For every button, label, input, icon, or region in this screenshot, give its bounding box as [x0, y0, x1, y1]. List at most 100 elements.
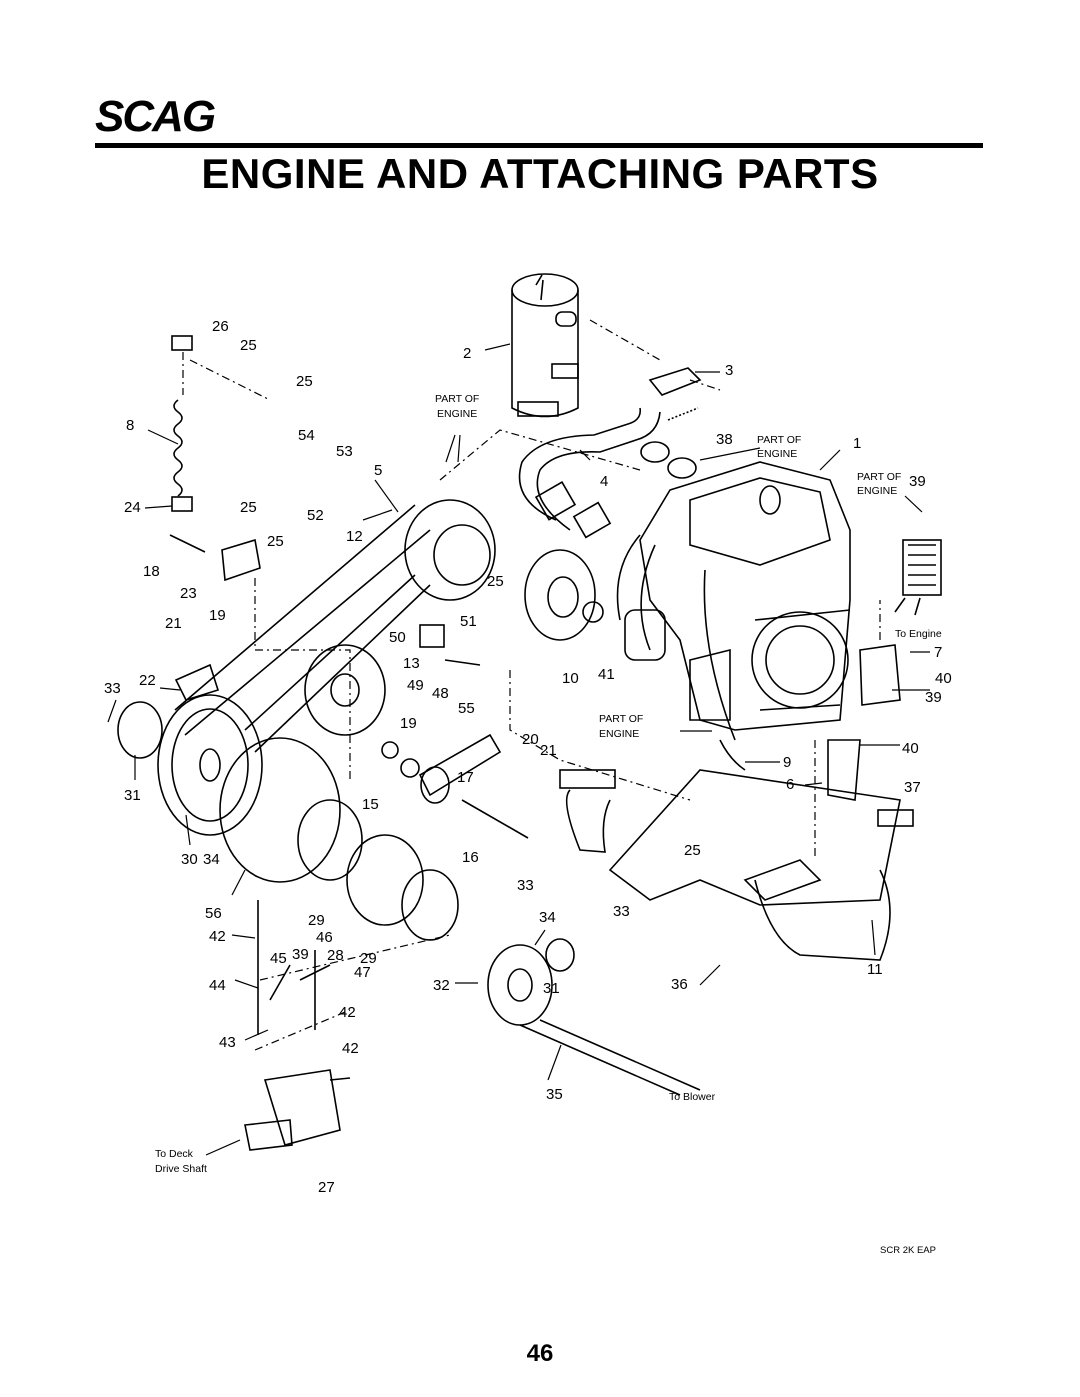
svg-text:52: 52: [307, 507, 324, 524]
assembly-dashes: [182, 319, 881, 1051]
svg-text:25: 25: [240, 499, 257, 516]
svg-text:29: 29: [360, 950, 377, 967]
svg-text:25: 25: [296, 373, 313, 390]
svg-text:46: 46: [316, 929, 333, 946]
svg-text:33: 33: [613, 903, 630, 920]
drawing-code: SCR 2K EAP: [880, 1245, 936, 1256]
svg-text:48: 48: [432, 685, 449, 702]
svg-text:19: 19: [209, 607, 226, 624]
svg-text:16: 16: [462, 849, 479, 866]
svg-text:25: 25: [487, 573, 504, 590]
svg-text:36: 36: [671, 976, 688, 993]
svg-text:2: 2: [463, 345, 471, 362]
page-title: ENGINE AND ATTACHING PARTS: [201, 150, 879, 197]
svg-text:29: 29: [308, 912, 325, 929]
svg-text:7: 7: [934, 644, 942, 661]
svg-text:Drive Shaft: Drive Shaft: [155, 1163, 207, 1175]
part-of-engine-note-4: PART OF: [599, 713, 643, 725]
svg-text:51: 51: [460, 613, 477, 630]
svg-text:3: 3: [725, 362, 733, 379]
svg-text:21: 21: [165, 615, 182, 632]
svg-text:8: 8: [126, 417, 134, 434]
svg-text:17: 17: [457, 769, 474, 786]
svg-text:44: 44: [209, 977, 226, 994]
svg-text:12: 12: [346, 528, 363, 545]
svg-text:47: 47: [354, 964, 371, 981]
svg-text:19: 19: [400, 715, 417, 732]
svg-text:42: 42: [339, 1004, 356, 1021]
svg-text:50: 50: [389, 629, 406, 646]
base-frame-drawing: [559, 769, 914, 961]
part-of-engine-note-2: PART OF: [757, 434, 801, 446]
svg-text:10: 10: [562, 670, 579, 687]
svg-text:9: 9: [783, 754, 791, 771]
svg-text:41: 41: [598, 666, 615, 683]
svg-text:42: 42: [342, 1040, 359, 1057]
svg-text:40: 40: [935, 670, 952, 687]
exhaust-pipe-drawing: [518, 367, 702, 539]
svg-text:28: 28: [327, 947, 344, 964]
svg-text:33: 33: [104, 680, 121, 697]
svg-text:5: 5: [374, 462, 382, 479]
spring-and-idler-drawing: [169, 335, 261, 701]
svg-text:55: 55: [458, 700, 475, 717]
svg-text:34: 34: [539, 909, 556, 926]
svg-text:49: 49: [407, 677, 424, 694]
svg-text:40: 40: [902, 740, 919, 757]
svg-text:32: 32: [433, 977, 450, 994]
svg-text:39: 39: [909, 473, 926, 490]
belt-and-pulley-drawing: [117, 499, 701, 1096]
svg-text:30: 30: [181, 851, 198, 868]
svg-text:56: 56: [205, 905, 222, 922]
svg-text:34: 34: [203, 851, 220, 868]
page-number: 46: [526, 1340, 554, 1367]
svg-text:ENGINE: ENGINE: [599, 728, 639, 740]
svg-text:18: 18: [143, 563, 160, 580]
svg-text:25: 25: [240, 337, 257, 354]
svg-text:31: 31: [543, 980, 560, 997]
svg-text:38: 38: [716, 431, 733, 448]
brand-logo-text: SCAG: [95, 95, 215, 137]
svg-text:ENGINE: ENGINE: [437, 408, 477, 420]
svg-text:13: 13: [403, 655, 420, 672]
svg-text:39: 39: [292, 946, 309, 963]
scag-logo: SCAG: [95, 95, 217, 137]
svg-text:22: 22: [139, 672, 156, 689]
svg-text:1: 1: [853, 435, 861, 452]
svg-text:27: 27: [318, 1179, 335, 1196]
svg-text:33: 33: [517, 877, 534, 894]
svg-text:24: 24: [124, 499, 141, 516]
svg-text:42: 42: [209, 928, 226, 945]
svg-text:45: 45: [270, 950, 287, 967]
idler-arm-assembly-drawing: [381, 624, 529, 839]
to-blower-note: To Blower: [669, 1091, 716, 1103]
svg-text:4: 4: [600, 473, 608, 490]
svg-text:39: 39: [925, 689, 942, 706]
part-of-engine-note-1: PART OF: [435, 393, 479, 405]
part-of-engine-note-3: PART OF: [857, 471, 901, 483]
svg-text:20: 20: [522, 731, 539, 748]
engine-drawing: [616, 461, 851, 771]
svg-text:25: 25: [684, 842, 701, 859]
svg-text:54: 54: [298, 427, 315, 444]
svg-text:ENGINE: ENGINE: [857, 485, 897, 497]
svg-text:53: 53: [336, 443, 353, 460]
svg-text:15: 15: [362, 796, 379, 813]
leader-lines: [107, 343, 930, 1156]
svg-text:25: 25: [267, 533, 284, 550]
svg-text:21: 21: [540, 742, 557, 759]
to-deck-note: To Deck: [155, 1148, 194, 1160]
svg-text:37: 37: [904, 779, 921, 796]
to-engine-note: To Engine: [895, 628, 942, 640]
bracket-drawings: [827, 539, 942, 801]
svg-text:23: 23: [180, 585, 197, 602]
svg-text:ENGINE: ENGINE: [757, 448, 797, 460]
gearbox-drawing: [244, 900, 351, 1151]
title-rule: [95, 143, 983, 148]
svg-text:35: 35: [546, 1086, 563, 1103]
svg-text:6: 6: [786, 776, 794, 793]
svg-text:11: 11: [867, 961, 883, 978]
svg-text:26: 26: [212, 318, 229, 335]
svg-text:31: 31: [124, 787, 141, 804]
svg-text:43: 43: [219, 1034, 236, 1051]
